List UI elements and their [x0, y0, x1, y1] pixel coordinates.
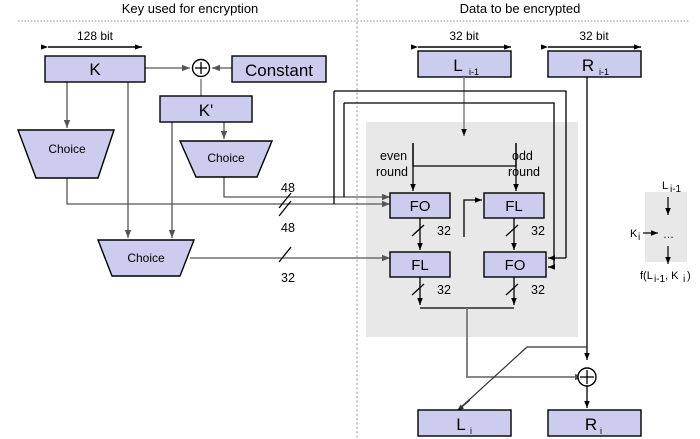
legend-output-text-a: f(L: [640, 270, 653, 282]
legend-input-label: L: [662, 180, 668, 192]
legend-output-sub-a: i-1: [654, 274, 666, 285]
r-out-label: R: [585, 415, 597, 434]
l-out-box[interactable]: [417, 409, 512, 437]
r-prev-label: R: [582, 56, 594, 75]
legend-panel: [645, 192, 687, 262]
kprime-box-label: K': [199, 101, 214, 120]
bus-label-fl-tr: 32: [531, 224, 545, 238]
constant-box-label: Constant: [245, 61, 313, 80]
l-prev-box[interactable]: [417, 50, 512, 78]
wire-label-32-choice: 32: [281, 271, 295, 285]
round-function-legend: L i-1 K i … f(L i-1 , K i ): [630, 180, 691, 285]
even-round-label-line2: round: [376, 165, 408, 179]
r-prev-box[interactable]: [547, 50, 642, 78]
wire-label-48-lower: 48: [281, 221, 295, 235]
wire-choice-middle-to-fo: [223, 177, 390, 201]
k-box[interactable]: [44, 55, 146, 83]
feedback-rail-inner: [344, 102, 555, 267]
fo-bottom-right[interactable]: [483, 251, 547, 278]
r-prev-subscript: i-1: [599, 67, 609, 77]
dim-label-32-right: 32 bit: [579, 29, 609, 43]
slash-bus-fo-tl: [411, 224, 425, 237]
wire-diagonal-to-li-upper: [457, 346, 587, 411]
legend-input-subscript: i-1: [670, 184, 682, 195]
choice-middle-label: Choice: [207, 151, 245, 165]
even-round-label-line1: even: [380, 149, 407, 163]
odd-round-label-line1: odd: [512, 149, 533, 163]
fl-bottom-left[interactable]: [389, 251, 451, 278]
k-box-label: K: [89, 60, 101, 79]
wire-label-48-upper: 48: [281, 181, 295, 195]
fo-top-left[interactable]: [389, 192, 451, 219]
feedback-rail-outer: [334, 90, 567, 258]
choice-left[interactable]: [16, 129, 115, 179]
choice-bottom-label: Choice: [127, 251, 165, 265]
wire-cross-to-fl-tr: [463, 197, 482, 237]
bus-label-fo-tl: 32: [437, 224, 451, 238]
r-out-subscript: i: [600, 426, 602, 436]
l-out-subscript: i: [470, 426, 472, 436]
odd-round-label-line2: round: [508, 165, 540, 179]
fl-top-right-label: FL: [505, 198, 523, 215]
legend-output-text-c: ): [687, 270, 691, 282]
l-prev-label: L: [453, 56, 462, 75]
legend-key-subscript: i: [638, 232, 640, 243]
slash-bus-fl-bl: [411, 283, 425, 296]
round-body-panel: [366, 122, 578, 337]
fo-bottom-right-label: FO: [505, 257, 526, 274]
fo-top-left-label: FO: [410, 198, 431, 215]
constant-box[interactable]: [231, 55, 327, 83]
wire-diagonal-to-li-arrow: [456, 399, 471, 412]
output-xor[interactable]: [577, 367, 597, 387]
kprime-box[interactable]: [159, 95, 253, 123]
slash-bus-fo-br: [505, 283, 519, 296]
dim-label-32-left: 32 bit: [449, 29, 479, 43]
choice-left-label: Choice: [48, 142, 86, 156]
bus-label-fl-bl: 32: [437, 283, 451, 297]
slash-48-upper: [278, 192, 292, 209]
choice-bottom[interactable]: [96, 239, 196, 277]
l-prev-subscript: i-1: [469, 67, 479, 77]
slash-48-lower: [278, 200, 292, 217]
legend-ellipsis-icon: …: [663, 229, 674, 241]
wire-round-output-down: [466, 308, 581, 378]
choice-middle[interactable]: [178, 140, 274, 178]
fl-bottom-left-label: FL: [411, 257, 429, 274]
bus-label-fo-br: 32: [531, 283, 545, 297]
section-header-key: Key used for encryption: [122, 1, 259, 16]
legend-output-text-b: , K: [665, 270, 679, 282]
key-xor[interactable]: [191, 58, 211, 78]
section-header-data: Data to be encrypted: [460, 1, 581, 16]
slash-bus-fl-tr: [505, 224, 519, 237]
legend-key-label: K: [630, 228, 638, 240]
l-out-label: L: [456, 415, 465, 434]
r-out-box[interactable]: [547, 409, 642, 437]
legend-output-sub-b: i: [683, 274, 685, 285]
slash-32-choice: [278, 246, 292, 263]
dim-label-128: 128 bit: [77, 29, 114, 43]
